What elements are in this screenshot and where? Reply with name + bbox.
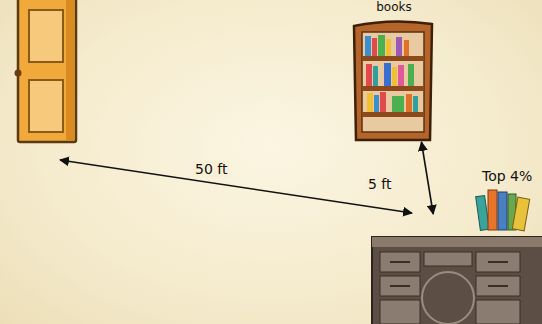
- bookshelf-picture: [354, 21, 432, 140]
- bookshelf-picture-part: [378, 35, 385, 56]
- bookshelf-picture-part: [398, 65, 404, 86]
- desk-picture-part: [390, 261, 410, 263]
- bookshelf-picture-part: [380, 92, 386, 112]
- desk-picture-part: [488, 285, 508, 287]
- desk-picture-part: [476, 252, 520, 272]
- door-picture-part: [15, 70, 22, 77]
- desk-picture-part: [476, 300, 520, 324]
- door-picture-part: [66, 0, 74, 140]
- bookshelf-picture-part: [413, 96, 418, 112]
- top-books-picture-part: [498, 192, 507, 230]
- bookshelf-picture-part: [373, 66, 378, 86]
- top-books-picture: [476, 190, 530, 231]
- desk-picture-part: [476, 276, 520, 296]
- door-picture-part: [18, 0, 76, 142]
- bookshelf-picture-part: [362, 112, 424, 117]
- door-picture-part: [29, 10, 63, 62]
- bookshelf-picture-part: [362, 86, 424, 91]
- desk-picture-part: [488, 261, 508, 263]
- bookshelf-node: books: [345, 0, 443, 142]
- bookshelf-picture-part: [396, 37, 402, 56]
- bookshelf-picture-part: [354, 21, 432, 140]
- bookshelf-picture-part: [374, 95, 379, 112]
- door-picture: [15, 0, 77, 142]
- desk-picture-part: [380, 300, 420, 324]
- distance-arrow: [421, 142, 433, 214]
- shelf-label: books: [376, 1, 412, 15]
- bookshelf-picture-part: [365, 36, 371, 56]
- bookshelf-picture-part: [392, 67, 397, 86]
- top-books-picture-part: [488, 190, 497, 230]
- bookshelf-picture-part: [408, 64, 414, 86]
- desk-picture-part: [422, 272, 474, 324]
- bookshelf-picture-part: [372, 38, 377, 56]
- desk-label: Top 4%: [482, 168, 532, 184]
- bookshelf-picture-part: [367, 93, 373, 112]
- bookshelf-picture-part: [404, 40, 409, 56]
- bookshelf-picture-part: [406, 94, 412, 112]
- desk-picture-part: [372, 237, 542, 324]
- distance-label: 50 ft: [193, 161, 229, 177]
- desk-picture-part: [372, 237, 542, 247]
- desk-picture-part: [380, 276, 420, 296]
- desk-picture-part: [390, 285, 410, 287]
- desk-picture-part: [424, 252, 472, 266]
- bookshelf-picture-part: [386, 39, 391, 56]
- bookshelf-picture-part: [362, 32, 424, 132]
- top-books-picture-part: [512, 197, 529, 231]
- bookshelf-picture-part: [366, 64, 372, 86]
- desk-node: Top 4%: [372, 214, 542, 324]
- bookshelf-picture-part: [384, 63, 391, 86]
- bookshelf-picture-part: [392, 96, 404, 112]
- distance-label: 5 ft: [366, 176, 394, 192]
- desk-picture-part: [380, 252, 420, 272]
- distance-arrow: [60, 160, 412, 213]
- desk-picture: [372, 237, 542, 324]
- door-picture-part: [29, 80, 63, 132]
- bookshelf-picture-part: [362, 56, 424, 61]
- top-books-picture-part: [476, 195, 490, 230]
